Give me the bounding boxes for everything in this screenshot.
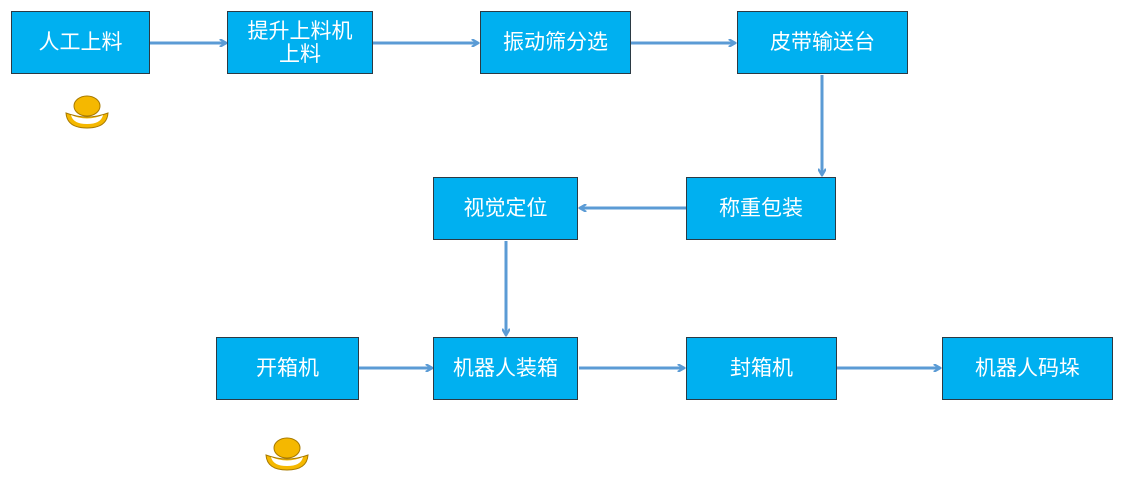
node-vibrating-screen: 振动筛分选 (480, 11, 631, 74)
node-weighing-packing: 称重包装 (686, 177, 836, 240)
node-label: 机器人装箱 (453, 356, 558, 381)
node-belt-conveyor: 皮带输送台 (737, 11, 908, 74)
node-carton-erector: 开箱机 (216, 337, 359, 400)
node-carton-sealer: 封箱机 (686, 337, 837, 400)
node-label: 封箱机 (730, 356, 793, 381)
node-manual-loading: 人工上料 (11, 11, 150, 74)
worker-icon (265, 437, 309, 471)
node-label: 振动筛分选 (503, 30, 608, 55)
node-label-line1: 提升上料机 (247, 19, 353, 44)
node-label-line2: 上料 (279, 41, 321, 66)
node-label: 皮带输送台 (770, 30, 875, 55)
node-robot-palletizing: 机器人码垛 (942, 337, 1113, 400)
node-lift-loader: 提升上料机 上料 (227, 11, 373, 74)
node-label: 视觉定位 (463, 196, 548, 221)
node-label: 称重包装 (719, 196, 803, 221)
node-robot-casing: 机器人装箱 (433, 337, 578, 400)
node-label: 机器人码垛 (975, 356, 1080, 381)
node-label: 开箱机 (256, 356, 319, 381)
worker-icon (65, 95, 109, 129)
node-vision-positioning: 视觉定位 (433, 177, 578, 240)
node-label: 人工上料 (38, 30, 123, 55)
